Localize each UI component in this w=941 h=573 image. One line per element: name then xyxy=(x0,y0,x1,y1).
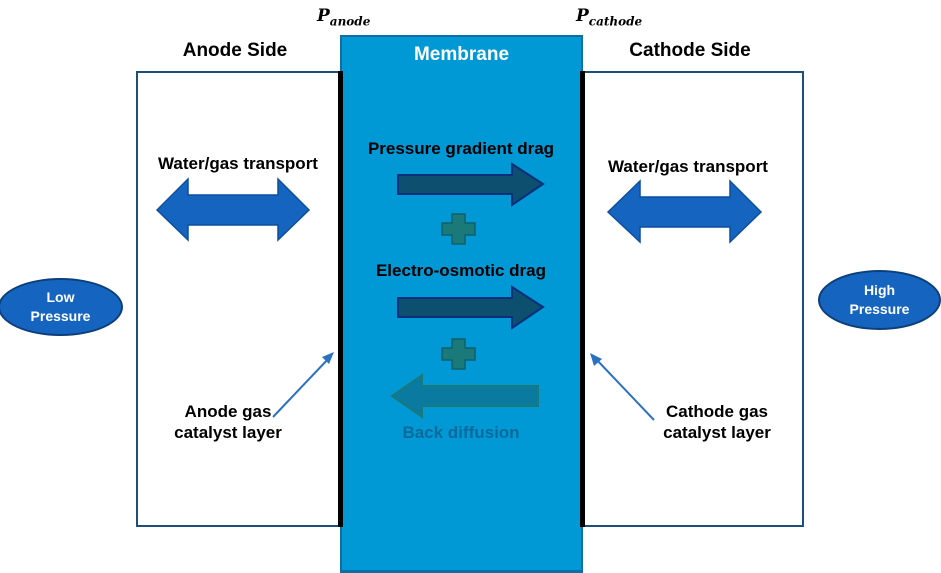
pressure-gradient-drag-label: Pressure gradient drag xyxy=(367,139,555,158)
pressure-symbol: P xyxy=(576,6,589,26)
electro-osmotic-drag-label: Electro-osmotic drag xyxy=(375,261,547,280)
anode-catalyst-label-line1: Anode gas xyxy=(184,402,272,421)
anode-membrane-interface xyxy=(338,71,343,527)
pressure-symbol: P xyxy=(317,6,330,26)
high-pressure-line2: Pressure xyxy=(849,301,910,317)
anode-catalyst-label: Anode gas catalyst layer xyxy=(148,401,308,443)
cathode-transport-label: Water/gas transport xyxy=(608,157,768,176)
anode-transport-label: Water/gas transport xyxy=(158,154,318,173)
back-diffusion-label: Back diffusion xyxy=(402,423,520,442)
cathode-membrane-interface xyxy=(580,71,585,527)
anode-pressure-label: Panode xyxy=(317,6,370,28)
pressure-subscript: anode xyxy=(329,14,371,29)
cathode-pressure-label: Pcathode xyxy=(576,6,642,28)
pressure-subscript: cathode xyxy=(588,14,643,29)
cathode-side-box xyxy=(578,71,804,527)
anode-side-title: Anode Side xyxy=(182,40,288,61)
cathode-catalyst-label-line1: Cathode gas xyxy=(665,402,769,421)
low-pressure-ellipse: Low Pressure xyxy=(0,278,123,336)
cathode-catalyst-label: Cathode gas catalyst layer xyxy=(642,401,792,443)
membrane-title: Membrane xyxy=(413,44,510,65)
anode-catalyst-label-line2: catalyst layer xyxy=(174,423,282,442)
cathode-side-title: Cathode Side xyxy=(629,40,751,61)
high-pressure-line1: High xyxy=(863,282,896,298)
low-pressure-line2: Pressure xyxy=(30,308,91,324)
low-pressure-line1: Low xyxy=(46,289,75,305)
cathode-catalyst-label-line2: catalyst layer xyxy=(663,423,771,442)
high-pressure-ellipse: High Pressure xyxy=(818,270,941,330)
